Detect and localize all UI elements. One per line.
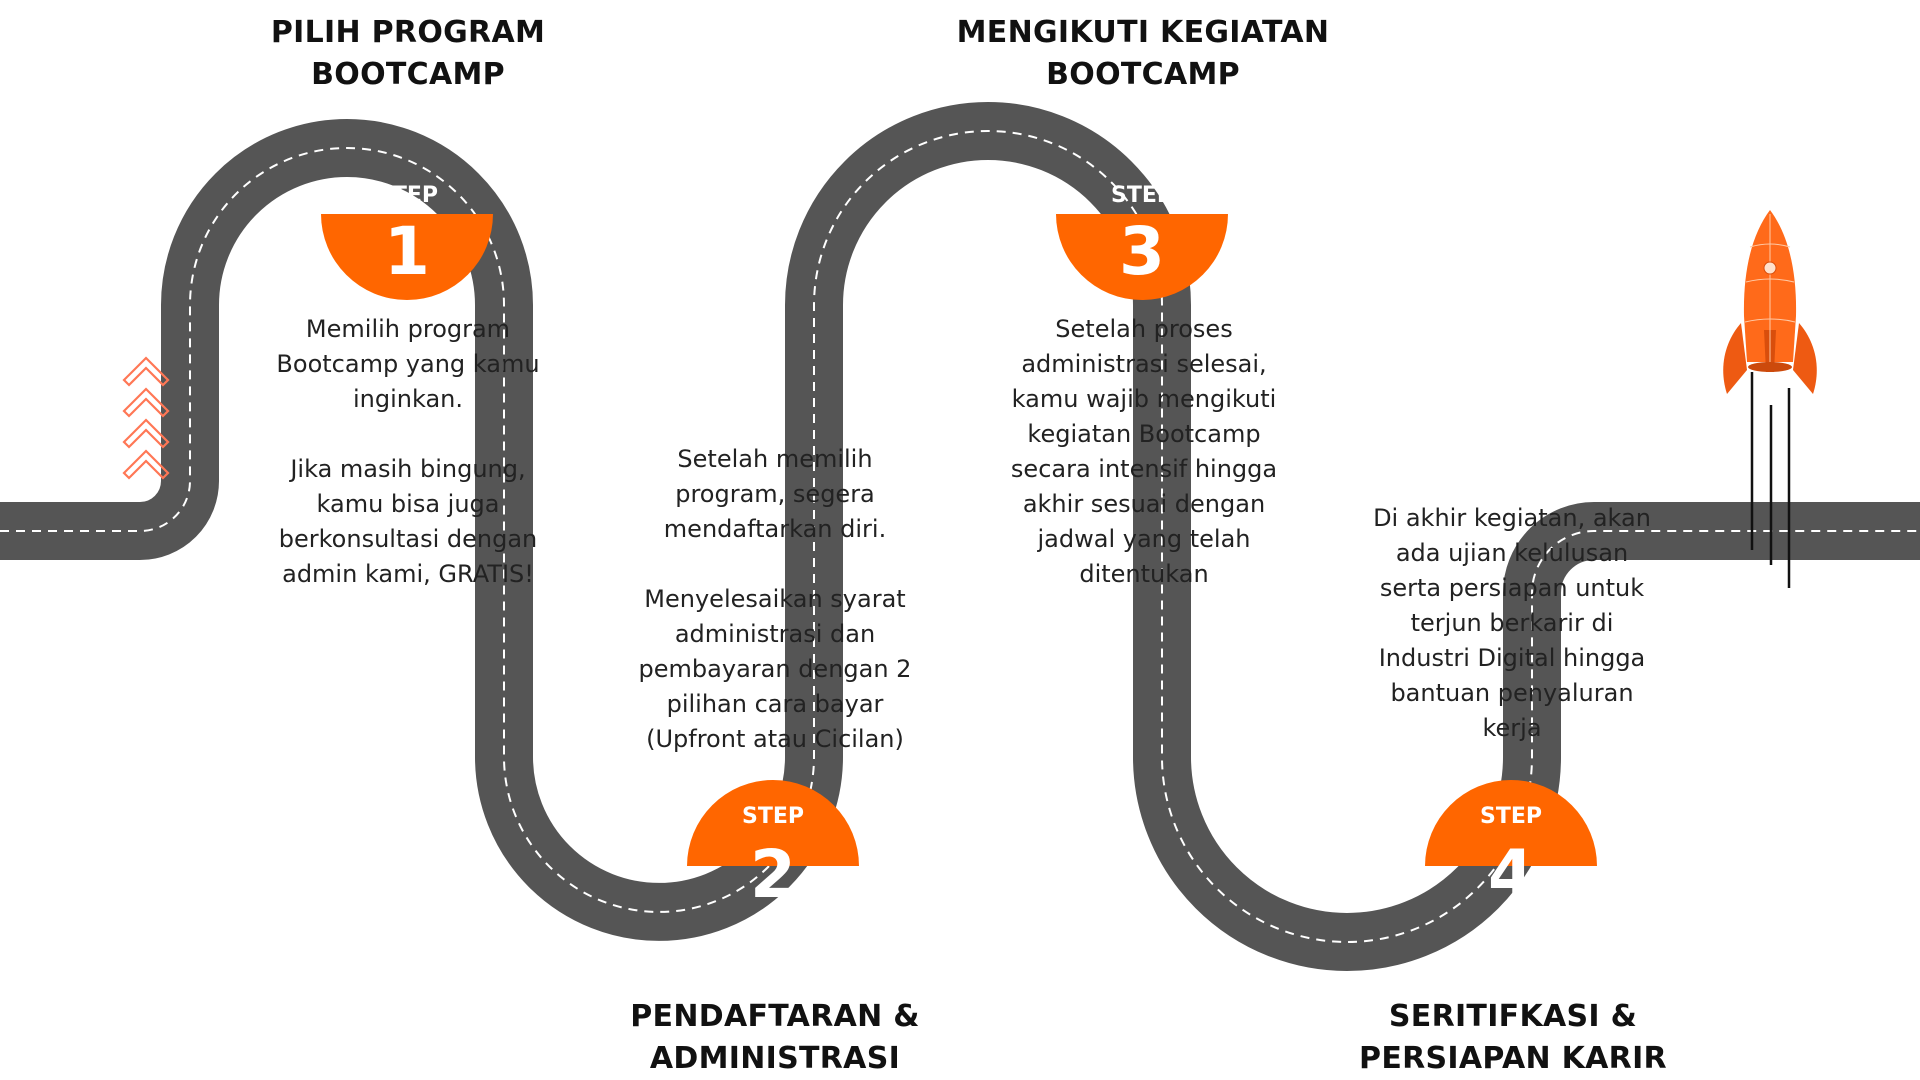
step-2-description: Setelah memilih program, segera mendafta… — [630, 442, 920, 757]
step-1-title: PILIH PROGRAM BOOTCAMP — [198, 12, 618, 96]
step-badge-label: STEP — [1480, 804, 1542, 829]
step-badge-number: 4 — [1488, 836, 1534, 913]
description-paragraph: Setelah proses administrasi selesai, kam… — [1010, 315, 1278, 588]
step-title-line: SERITIFKASI & — [1388, 999, 1638, 1034]
winding-road — [0, 99, 1920, 974]
step-3-title: MENGIKUTI KEGIATAN BOOTCAMP — [933, 12, 1353, 96]
step-badge-number: 1 — [384, 213, 430, 290]
chevron-up-icon — [122, 387, 170, 418]
chevron-up-icon — [122, 356, 170, 480]
step-title-line: PILIH PROGRAM — [270, 15, 546, 50]
step-title-line: BOOTCAMP — [311, 57, 505, 92]
step-badge-label: STEP — [1111, 183, 1173, 208]
step-title-line: MENGIKUTI KEGIATAN — [956, 15, 1330, 50]
step-badge-shape — [321, 214, 493, 300]
step-badge-number: 2 — [750, 836, 796, 913]
step-3-description: Setelah proses administrasi selesai, kam… — [1004, 312, 1284, 592]
chevron-up-icon — [122, 356, 170, 387]
step-badge-label: STEP — [742, 804, 804, 829]
step-badge-shape — [1425, 780, 1597, 866]
road-lane-marking — [0, 130, 1920, 943]
step-4-description: Di akhir kegiatan, akan ada ujian kelulu… — [1364, 501, 1660, 746]
step-3-badge: STEP 3 — [1056, 183, 1228, 300]
description-paragraph: Jika masih bingung, kamu bisa juga berko… — [278, 455, 538, 588]
description-paragraph: Setelah memilih program, segera mendafta… — [663, 445, 887, 543]
step-1-description: Memilih program Bootcamp yang kamu ingin… — [258, 312, 558, 592]
step-title-line: PERSIAPAN KARIR — [1359, 1041, 1667, 1076]
description-paragraph: Memilih program Bootcamp yang kamu ingin… — [276, 315, 540, 413]
chevron-up-icon — [122, 418, 170, 449]
description-paragraph: Di akhir kegiatan, akan ada ujian kelulu… — [1373, 504, 1651, 742]
step-title-line: BOOTCAMP — [1046, 57, 1240, 92]
step-4-badge: STEP 4 — [1425, 780, 1597, 913]
chevron-up-icon — [122, 449, 170, 480]
step-title-line: ADMINISTRASI — [649, 1041, 901, 1076]
step-badge-shape — [687, 780, 859, 866]
step-badge-shape — [1056, 214, 1228, 300]
step-badge-number: 3 — [1119, 213, 1165, 290]
step-2-title: PENDAFTARAN & ADMINISTRASI — [565, 996, 985, 1080]
description-paragraph: Menyelesaikan syarat administrasi dan pe… — [638, 585, 912, 753]
step-title-line: PENDAFTARAN & — [630, 999, 920, 1034]
step-1-badge: STEP 1 — [321, 183, 493, 300]
step-4-title: SERITIFKASI & PERSIAPAN KARIR — [1303, 996, 1723, 1080]
rocket-icon — [1723, 210, 1817, 588]
step-badge-label: STEP — [376, 183, 438, 208]
step-2-badge: STEP 2 — [687, 780, 859, 913]
